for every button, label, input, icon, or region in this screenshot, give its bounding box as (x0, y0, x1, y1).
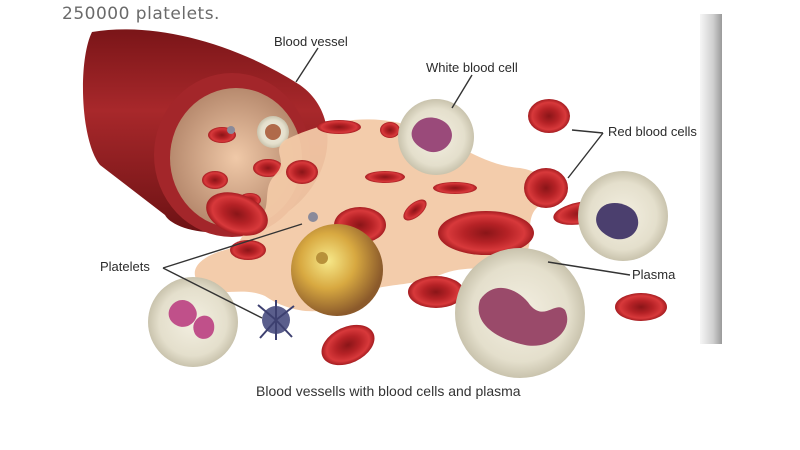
diagram-caption: Blood vessells with blood cells and plas… (256, 383, 521, 399)
label-red-blood-cells: Red blood cells (608, 124, 697, 139)
page-header-fragment: 250000 platelets. (62, 4, 220, 24)
label-plasma: Plasma (632, 267, 675, 282)
label-white-blood-cell: White blood cell (426, 60, 518, 75)
label-blood-vessel: Blood vessel (274, 34, 348, 49)
label-platelets: Platelets (100, 259, 150, 274)
